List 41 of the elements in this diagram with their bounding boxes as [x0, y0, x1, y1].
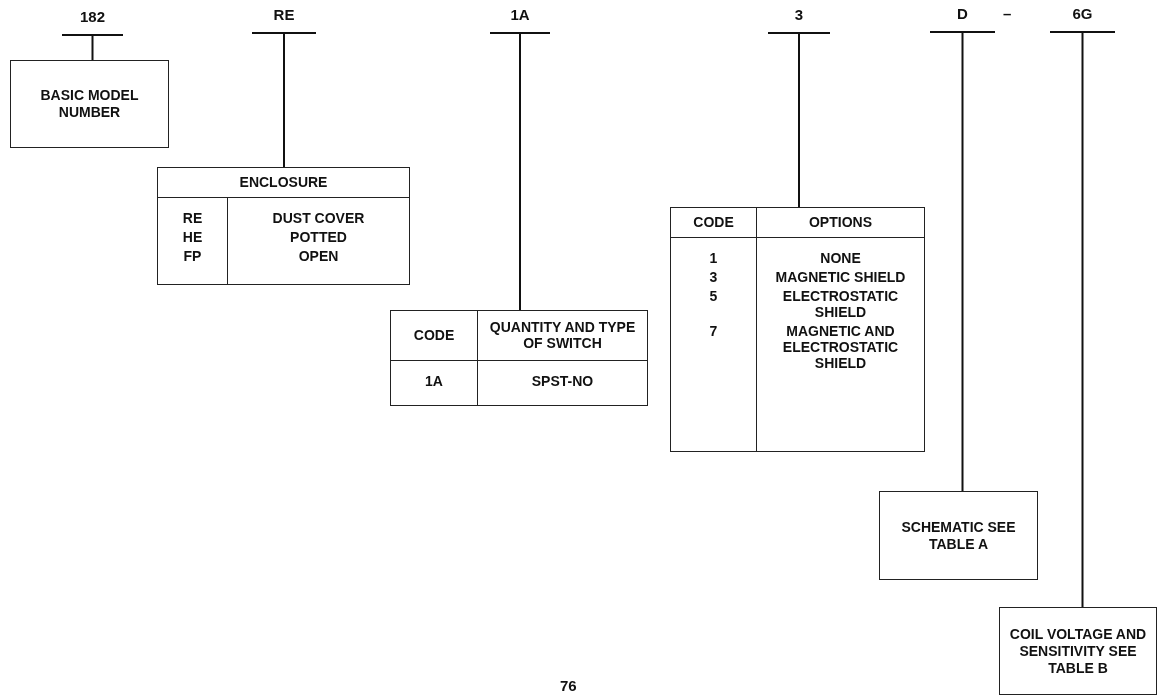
description-box: BASIC MODEL NUMBER — [10, 60, 169, 148]
table-cell-text: SPST-NO — [530, 372, 595, 389]
table-cell: HE — [158, 226, 228, 245]
table-header-cell: ENCLOSURE — [158, 168, 409, 198]
table-cell-text: POTTED — [289, 228, 348, 245]
table-header-cell: CODE — [671, 208, 757, 238]
connector-line — [1081, 31, 1084, 608]
table-cell: 1A — [391, 361, 478, 389]
code-segment-label: 1A — [490, 6, 550, 34]
connector-line — [798, 32, 800, 208]
description-box: COIL VOLTAGE AND SENSITIVITY SEE TABLE B — [999, 607, 1157, 695]
code-segment-label: 6G — [1050, 5, 1115, 33]
table-cell: RE — [158, 198, 228, 226]
table-cell: 1 — [671, 238, 757, 266]
table-cell-text: NONE — [819, 249, 862, 266]
code-segment-label: 182 — [62, 8, 123, 36]
code-segment-label: D — [930, 5, 995, 33]
table-cell-text: MAGNETIC SHIELD — [774, 268, 907, 285]
connector-line — [961, 31, 964, 492]
table-cell: 7 — [671, 320, 757, 371]
description-box: SCHEMATIC SEE TABLE A — [879, 491, 1038, 580]
table-cell-text: OPEN — [297, 247, 340, 264]
table-cell-text: ELECTROSTATIC SHIELD — [781, 287, 900, 320]
table-header-cell: OPTIONS — [757, 208, 924, 238]
connector-line — [91, 34, 94, 61]
options-table — [670, 207, 925, 452]
table-header-cell: CODE — [391, 311, 478, 361]
table-cell-text: MAGNETIC AND ELECTROSTATIC SHIELD — [781, 322, 900, 371]
connector-line — [283, 32, 285, 168]
code-segment-label: 3 — [768, 6, 830, 34]
code-segment-label: RE — [252, 6, 316, 34]
table-header-cell: QUANTITY AND TYPE OF SWITCH — [478, 311, 647, 361]
switch-type-table — [390, 310, 648, 406]
table-cell: 3 — [671, 266, 757, 285]
table-cell: FP — [158, 245, 228, 264]
table-cell-text: DUST COVER — [271, 209, 366, 226]
separator-dash: – — [1003, 5, 1012, 22]
page-number: 76 — [560, 677, 577, 694]
connector-line — [519, 32, 521, 311]
enclosure-table — [157, 167, 410, 285]
table-cell: 5 — [671, 285, 757, 320]
